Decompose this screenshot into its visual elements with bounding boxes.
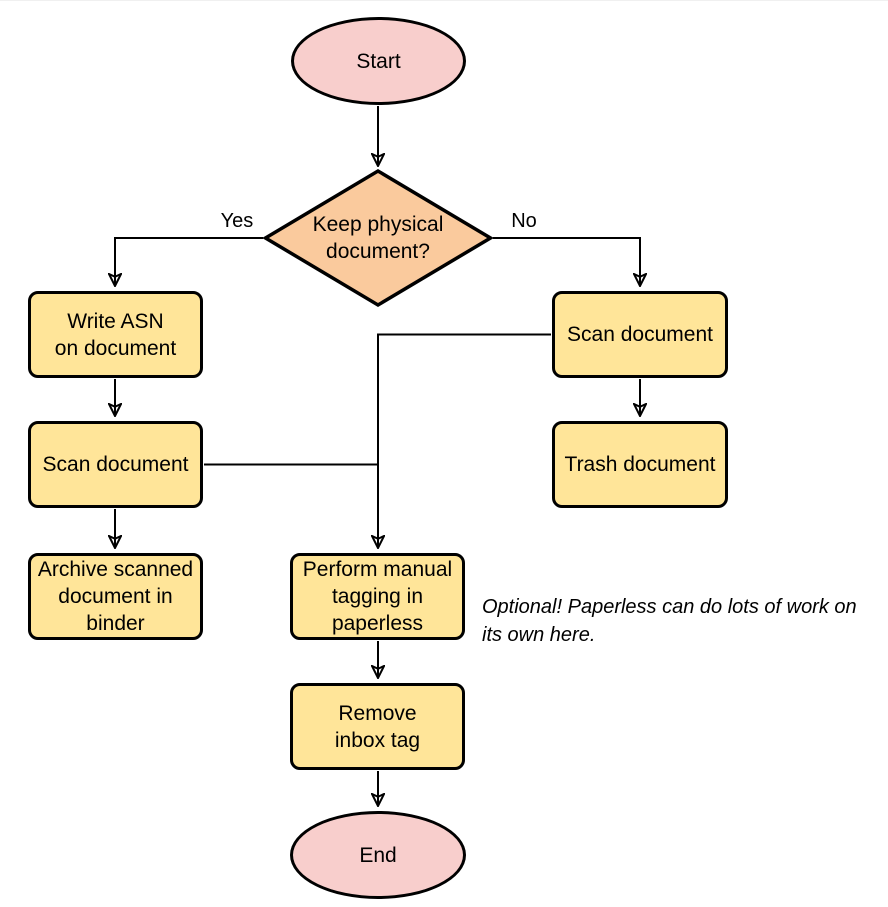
no-edge-label: No bbox=[492, 210, 556, 233]
yes-edge-label: Yes bbox=[205, 210, 269, 233]
edge-decision-yes bbox=[115, 237, 263, 286]
edge-scanright-to-tagging bbox=[378, 333, 551, 549]
scan-document-right-node: Scan document bbox=[552, 291, 728, 378]
end-node: End bbox=[290, 811, 466, 899]
archive-node: Archive scanned document in binder bbox=[28, 553, 203, 640]
optional-annotation-note: Optional! Paperless can do lots of work … bbox=[482, 596, 857, 646]
trash-document-node: Trash document bbox=[552, 421, 728, 508]
page-bottom-divider bbox=[0, 0, 888, 1]
decision-node-label: Keep physical document? bbox=[312, 213, 444, 263]
scan-document-left-node: Scan document bbox=[28, 421, 203, 508]
start-node: Start bbox=[291, 17, 466, 105]
remove-inbox-tag-node: Remove inbox tag bbox=[290, 683, 465, 770]
decision-diamond-shape bbox=[262, 168, 494, 308]
manual-tagging-node: Perform manual tagging in paperless bbox=[290, 553, 465, 640]
edge-decision-no bbox=[493, 237, 640, 286]
write-asn-node: Write ASN on document bbox=[28, 291, 203, 378]
